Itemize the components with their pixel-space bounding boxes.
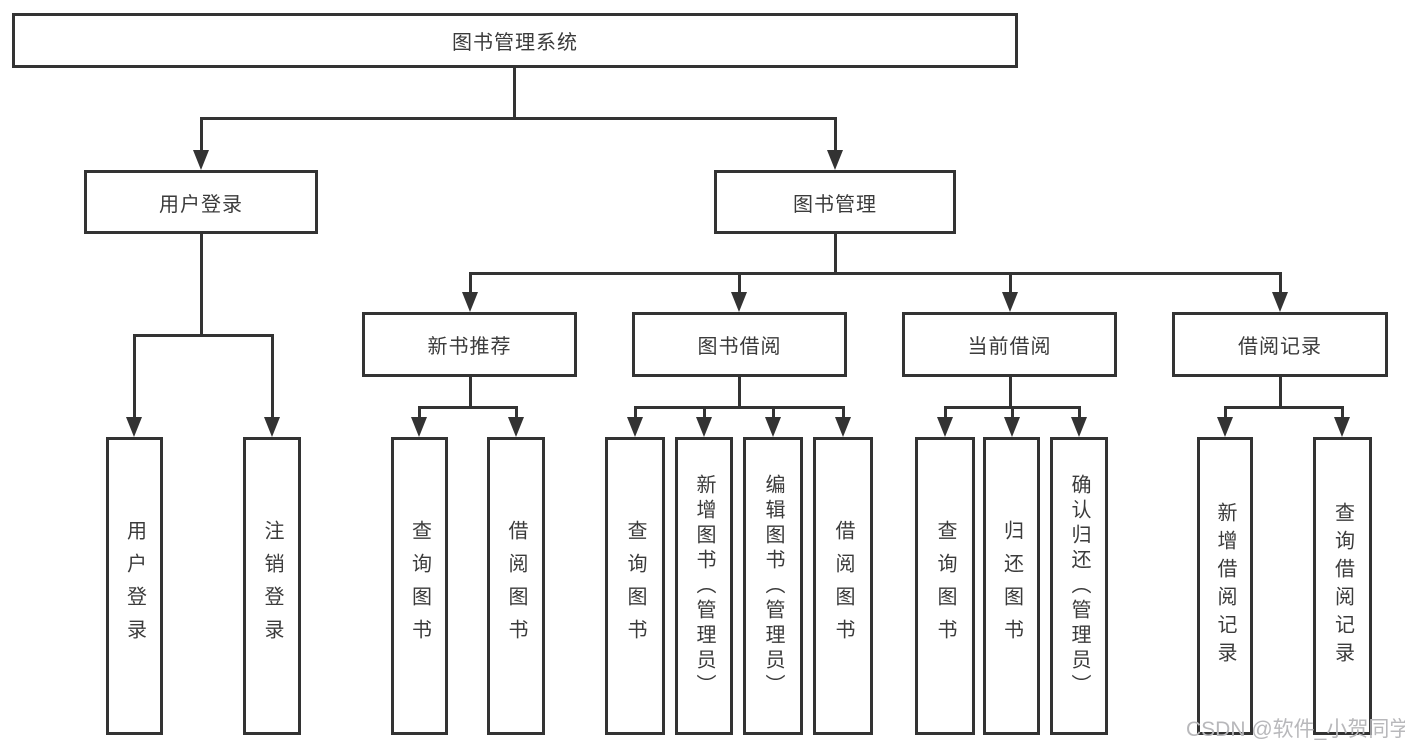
connector-book-borrow-bar [634, 406, 845, 409]
leaf-nb-query-books: 查询图书 [391, 437, 448, 735]
leaf-label: 查询图书 [624, 520, 646, 652]
leaf-nb-borrow-books: 借阅图书 [487, 437, 545, 735]
connector-current-borrow-stem [1009, 377, 1012, 408]
arrow-down-icon [193, 150, 209, 170]
connector-user-login-bar [133, 334, 274, 337]
arrow-down-icon [1071, 417, 1087, 437]
leaf-label: 归还图书 [1000, 520, 1023, 652]
leaf-label: 借阅图书 [832, 520, 854, 652]
node-new-books: 新书推荐 [362, 312, 577, 377]
connector-drop-leaf-login [133, 334, 136, 422]
arrow-down-icon [264, 417, 280, 437]
node-root-system: 图书管理系统 [12, 13, 1018, 68]
connector-drop-current-borrow [1009, 272, 1012, 297]
leaf-label: 编辑图书（管理员） [762, 473, 784, 699]
leaf-cb-query-books: 查询图书 [915, 437, 975, 735]
arrow-down-icon [462, 292, 478, 312]
node-label: 图书管理系统 [452, 32, 578, 54]
connector-drop [1224, 406, 1227, 422]
leaf-logout: 注销登录 [243, 437, 301, 735]
connector-drop [703, 406, 706, 422]
node-label: 图书借阅 [697, 336, 782, 358]
leaf-bb-borrow-books: 借阅图书 [813, 437, 873, 735]
connector-book-mgmt-bar [469, 272, 1282, 275]
connector-drop [1341, 406, 1344, 422]
arrow-down-icon [937, 417, 953, 437]
leaf-cb-confirm-return: 确认归还（管理员） [1050, 437, 1108, 735]
arrow-down-icon [827, 150, 843, 170]
arrow-down-icon [731, 292, 747, 312]
arrow-down-icon [1272, 292, 1288, 312]
connector-drop-borrow-records [1279, 272, 1282, 297]
leaf-br-add-record: 新增借阅记录 [1197, 437, 1253, 735]
leaf-label: 新增图书（管理员） [693, 473, 715, 699]
arrow-down-icon [411, 417, 427, 437]
arrow-down-icon [126, 417, 142, 437]
connector-drop-new-books [469, 272, 472, 297]
node-label: 借阅记录 [1238, 336, 1322, 358]
arrow-down-icon [765, 417, 781, 437]
connector-drop [418, 406, 421, 422]
connector-drop [772, 406, 775, 422]
connector-drop-book-borrow [738, 272, 741, 297]
connector-drop-user-login [200, 117, 203, 155]
node-label: 新书推荐 [427, 336, 512, 358]
connector-drop [944, 406, 947, 422]
node-user-login: 用户登录 [84, 170, 318, 234]
arrow-down-icon [1002, 292, 1018, 312]
connector-new-books-stem [469, 377, 472, 408]
arrow-down-icon [627, 417, 643, 437]
node-book-borrow: 图书借阅 [632, 312, 847, 377]
connector-borrow-records-stem [1279, 377, 1282, 408]
leaf-label: 查询图书 [408, 520, 431, 652]
leaf-bb-edit-books: 编辑图书（管理员） [743, 437, 803, 735]
node-label: 当前借阅 [967, 336, 1052, 358]
arrow-down-icon [508, 417, 524, 437]
node-borrow-records: 借阅记录 [1172, 312, 1388, 377]
connector-root-bar [200, 117, 836, 120]
connector-drop [1011, 406, 1014, 422]
arrow-down-icon [835, 417, 851, 437]
connector-borrow-records-bar [1224, 406, 1344, 409]
node-label: 图书管理 [793, 193, 877, 216]
arrow-down-icon [1217, 417, 1233, 437]
arrow-down-icon [1004, 417, 1020, 437]
connector-drop [515, 406, 518, 422]
node-book-mgmt: 图书管理 [714, 170, 956, 234]
arrow-down-icon [1334, 417, 1350, 437]
connector-drop [1078, 406, 1081, 422]
connector-new-books-bar [418, 406, 518, 409]
connector-drop [842, 406, 845, 422]
leaf-label: 确认归还（管理员） [1068, 473, 1090, 699]
leaf-label: 新增借阅记录 [1214, 502, 1236, 670]
connector-book-borrow-stem [738, 377, 741, 408]
connector-book-mgmt-stem [834, 234, 837, 274]
csdn-watermark: CSDN @软件_小贺同学 [1186, 718, 1405, 741]
connector-root-stem [513, 68, 516, 118]
leaf-cb-return-books: 归还图书 [983, 437, 1040, 735]
leaf-label: 查询借阅记录 [1331, 502, 1354, 670]
connector-drop-book-mgmt [834, 117, 837, 155]
leaf-user-login: 用户登录 [106, 437, 163, 735]
arrow-down-icon [696, 417, 712, 437]
leaf-bb-query-books: 查询图书 [605, 437, 665, 735]
leaf-label: 注销登录 [261, 520, 283, 652]
leaf-label: 用户登录 [123, 520, 146, 652]
connector-drop-leaf-logout [271, 334, 274, 422]
leaf-bb-add-books: 新增图书（管理员） [675, 437, 733, 735]
node-current-borrow: 当前借阅 [902, 312, 1117, 377]
node-label: 用户登录 [159, 193, 243, 216]
leaf-label: 借阅图书 [505, 520, 527, 652]
leaf-br-query-record: 查询借阅记录 [1313, 437, 1372, 735]
connector-drop [634, 406, 637, 422]
leaf-label: 查询图书 [934, 520, 956, 652]
connector-user-login-stem [200, 234, 203, 335]
